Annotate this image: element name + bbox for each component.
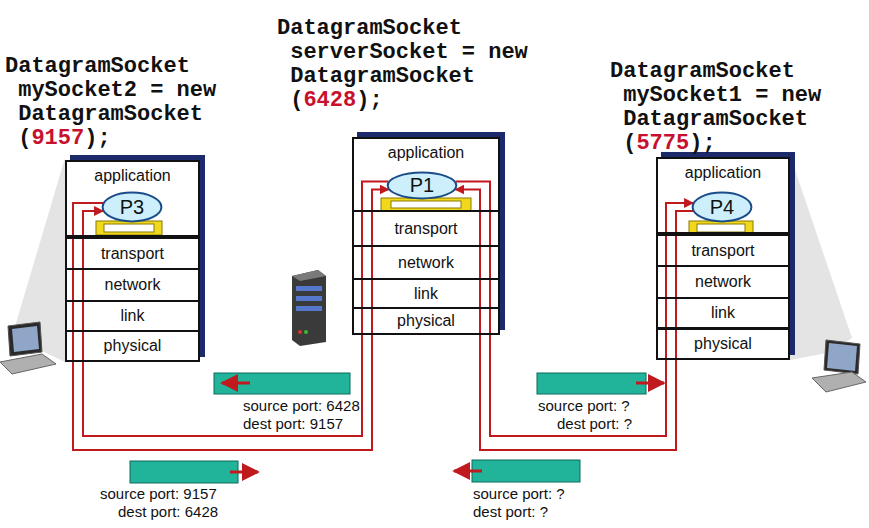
code-line: DatagramSocket mySocket2 = new DatagramS… [5,55,236,127]
protocol-layer: transport [65,237,200,270]
layer-name: transport [394,220,457,238]
code-line: DatagramSocket mySocket1 = new DatagramS… [610,60,841,132]
protocol-layer: link [352,278,500,309]
layer-name: link [414,285,438,303]
segment [214,373,350,394]
layer-name: application [685,164,762,182]
stack-panel [65,160,200,362]
layer-name: network [695,273,751,291]
port-label: source port: 9157 [100,485,217,502]
application-layer: applicationP1 [352,137,500,212]
port-label: dest port: 9157 [243,415,343,432]
socket [96,221,162,235]
socket-code: DatagramSocket serverSocket = new Datagr… [277,17,534,113]
socket-code: DatagramSocket mySocket2 = new DatagramS… [5,55,223,151]
segment [454,460,580,482]
code-line: (5775); [610,132,828,156]
server-icon [292,270,326,346]
laptop-icon [812,340,866,392]
layer-name: transport [101,245,164,263]
application-layer: applicationP3 [65,160,200,237]
port-number: 5775 [636,131,689,156]
segment [130,461,258,483]
code-punctuation: ( [290,88,303,113]
segment [537,373,664,394]
code-line: (9157); [5,127,223,151]
code-punctuation: ( [18,126,31,151]
layer-name: network [104,276,160,294]
port-label: source port: ? [473,485,565,502]
code-line: DatagramSocket serverSocket = new Datagr… [277,17,548,89]
process-ellipse: P1 [387,172,457,199]
code-line: (6428); [277,89,534,113]
code-punctuation: ( [623,131,636,156]
layer-name: physical [694,335,752,353]
port-number: 9157 [31,126,84,151]
code-punctuation: ); [356,88,382,113]
protocol-stack: DatagramSocket mySocket2 = new DatagramS… [65,160,200,362]
protocol-layer: transport [656,234,790,267]
process-ellipse: P4 [692,192,752,222]
socket-code: DatagramSocket mySocket1 = new DatagramS… [610,60,828,156]
stack-panel [352,137,500,335]
application-layer: applicationP4 [656,157,790,234]
protocol-layer: network [656,265,790,299]
protocol-layer: link [65,300,200,332]
port-label: dest port: ? [557,415,632,432]
layer-name: physical [104,337,162,355]
connector-arrow [83,182,389,437]
port-label: dest port: 6428 [118,503,218,520]
process-ellipse: P3 [102,192,162,222]
protocol-layer: physical [352,307,500,335]
laptop-icon [0,322,56,374]
layer-name: network [398,254,454,272]
code-punctuation: ); [689,131,715,156]
protocol-layer: physical [65,330,200,362]
process-label: P1 [410,174,434,197]
connector-arrow [73,190,389,451]
layer-name: application [94,167,171,185]
protocol-layer: network [65,268,200,302]
protocol-layer: physical [656,328,790,360]
protocol-layer: network [352,245,500,280]
process-label: P3 [120,196,144,219]
protocol-layer: link [656,297,790,329]
protocol-stack: DatagramSocket mySocket1 = new DatagramS… [656,157,790,360]
view-beam [790,155,852,360]
layer-name: transport [691,242,754,260]
port-number: 6428 [303,88,356,113]
process-label: P4 [710,196,734,219]
layer-name: link [711,304,735,322]
protocol-layer: transport [352,210,500,247]
layer-name: physical [397,312,455,330]
port-label: dest port: ? [473,503,548,520]
port-label: source port: 6428 [243,397,360,414]
layer-name: link [120,307,144,325]
protocol-stack: DatagramSocket serverSocket = new Datagr… [352,137,500,335]
port-label: source port: ? [538,397,630,414]
code-punctuation: ); [84,126,110,151]
layer-name: application [388,144,465,162]
